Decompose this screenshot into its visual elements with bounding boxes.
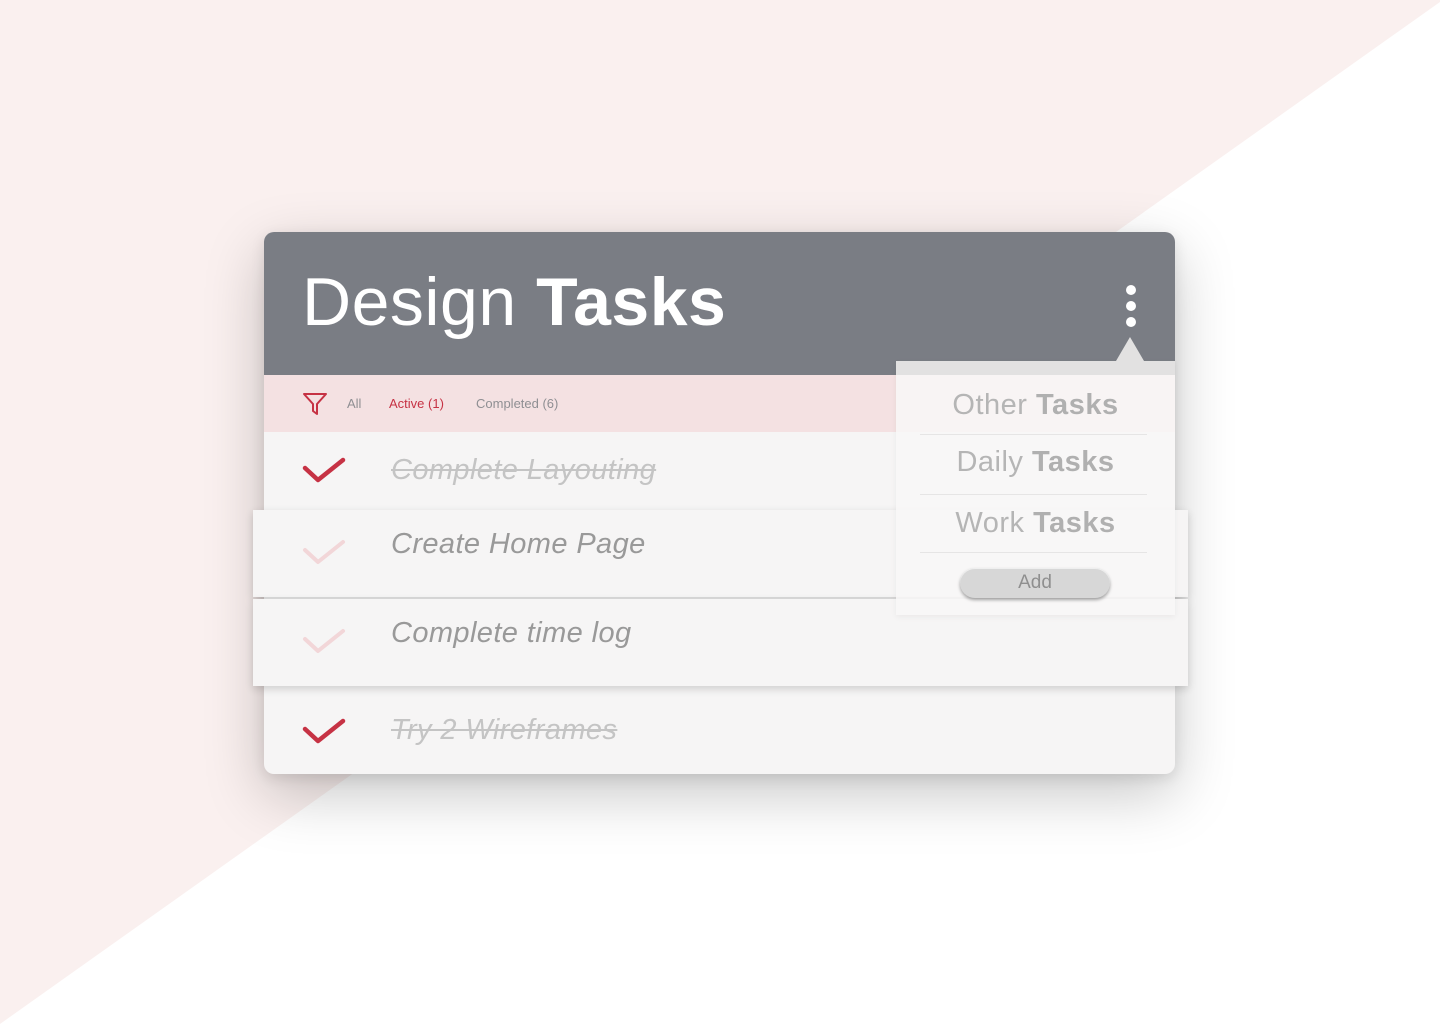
dropdown-item-light: Other	[952, 389, 1028, 421]
dropdown-item-light: Work	[955, 507, 1025, 539]
task-list-dropdown: Other Tasks Daily Tasks Work Tasks Add	[896, 337, 1175, 615]
dropdown-item-bold: Tasks	[1036, 389, 1119, 421]
task-label: Create Home Page	[391, 528, 646, 560]
dropdown-top-bar	[896, 361, 1175, 375]
dropdown-item-bold: Tasks	[1033, 507, 1116, 539]
dropdown-item-daily-tasks[interactable]: Daily Tasks	[896, 446, 1175, 479]
task-row-active[interactable]: Complete time log	[253, 599, 1188, 686]
tab-all[interactable]: All	[347, 396, 362, 411]
card-header: Design Tasks	[264, 232, 1175, 375]
page-title: Design Tasks	[302, 262, 726, 342]
checkmark-icon[interactable]	[302, 456, 348, 486]
checkmark-icon[interactable]	[302, 627, 348, 657]
filter-icon[interactable]	[302, 391, 328, 417]
more-dot-icon	[1126, 285, 1136, 295]
title-light-word: Design	[302, 264, 517, 340]
add-button[interactable]: Add	[960, 568, 1110, 598]
dropdown-item-other-tasks[interactable]: Other Tasks	[896, 389, 1175, 422]
checkmark-icon[interactable]	[302, 538, 348, 568]
tab-completed[interactable]: Completed (6)	[476, 396, 559, 411]
more-dot-icon	[1126, 301, 1136, 311]
task-label: Try 2 Wireframes	[391, 714, 618, 746]
checkmark-icon[interactable]	[302, 717, 348, 747]
tab-active[interactable]: Active (1)	[389, 396, 444, 411]
dropdown-item-bold: Tasks	[1031, 446, 1115, 478]
dropdown-divider	[920, 552, 1147, 553]
title-bold-word: Tasks	[536, 264, 727, 340]
task-label: Complete time log	[391, 617, 632, 649]
task-label: Complete Layouting	[391, 454, 657, 486]
dropdown-item-work-tasks[interactable]: Work Tasks	[896, 507, 1175, 540]
dropdown-divider	[920, 494, 1147, 495]
task-row-done[interactable]: Try 2 Wireframes	[264, 692, 1175, 768]
dropdown-divider	[920, 434, 1147, 435]
more-dot-icon	[1126, 317, 1136, 327]
task-row-done[interactable]: Complete Layouting	[264, 432, 1175, 508]
more-menu-button[interactable]	[1116, 282, 1146, 330]
dropdown-pointer	[1116, 337, 1144, 361]
dropdown-item-light: Daily	[956, 446, 1024, 478]
